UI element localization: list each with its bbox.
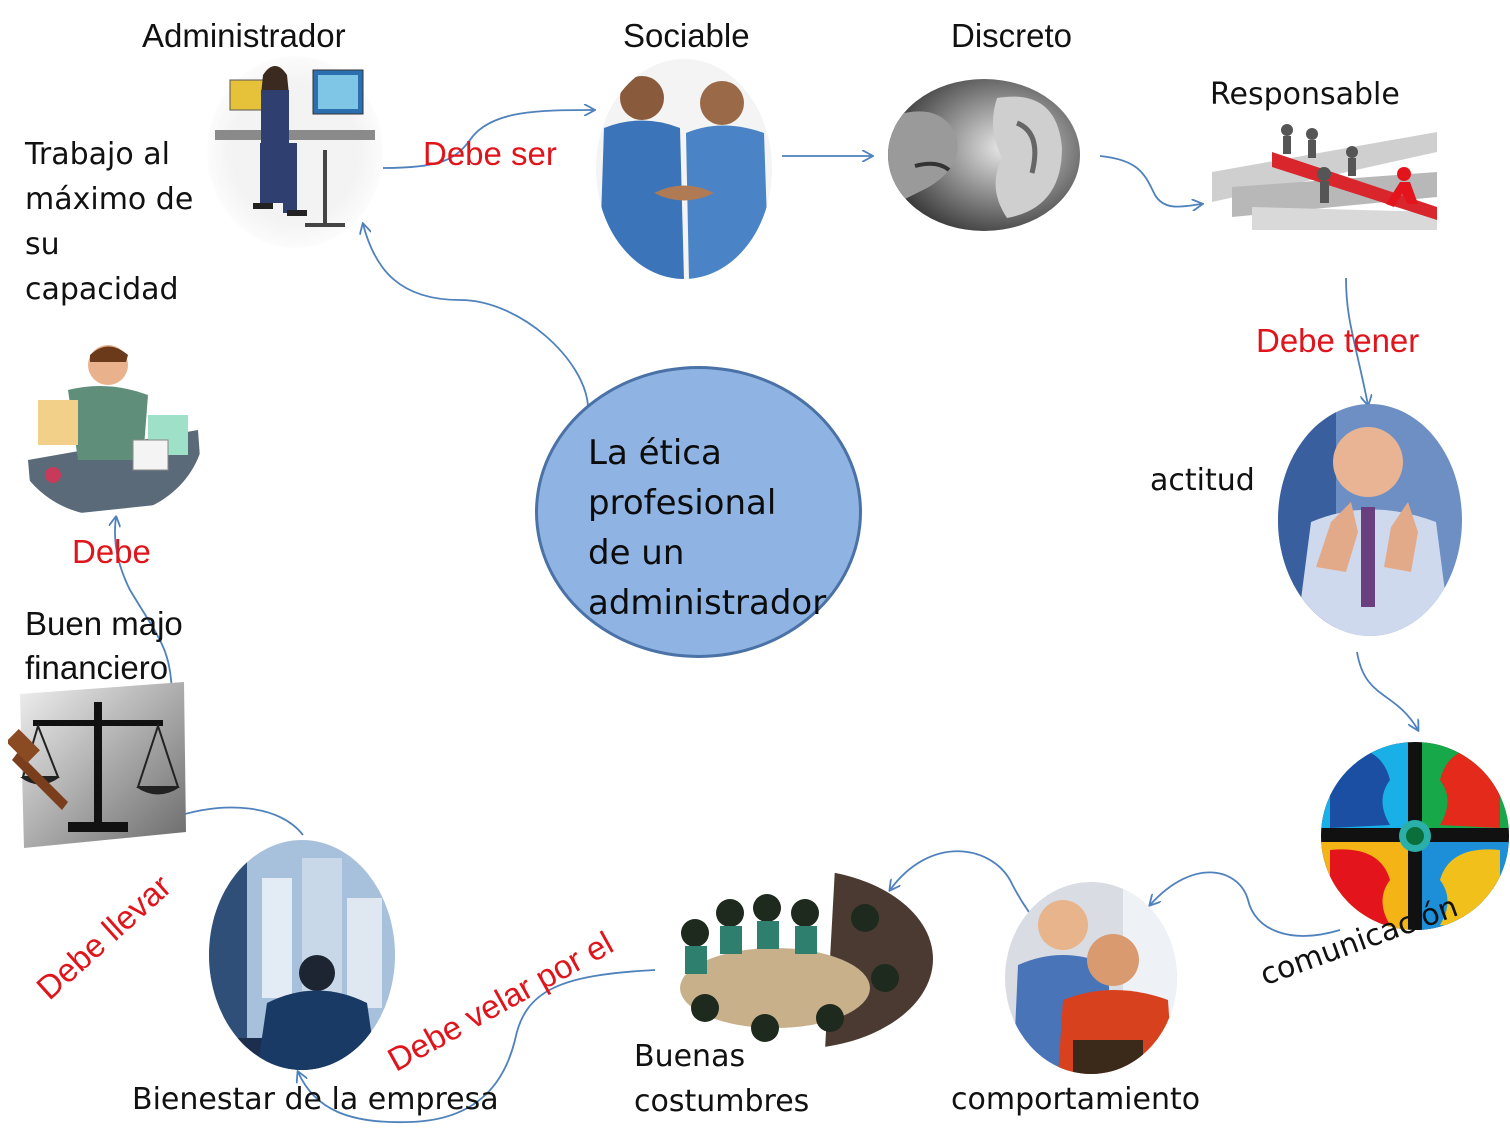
node-bienestar: Bienestar de la empresa bbox=[132, 1082, 499, 1118]
central-topic-label: La ética profesional de un administrador bbox=[588, 428, 848, 628]
node-comportamiento: comportamiento bbox=[951, 1082, 1200, 1118]
node-trabajo: Trabajo al máximo de su capacidad bbox=[25, 132, 193, 312]
node-responsable: Responsable bbox=[1210, 77, 1400, 113]
node-administrador: Administrador bbox=[142, 16, 346, 56]
connector-debe: Debe bbox=[72, 532, 151, 572]
node-buenas-costumbres: Buenas costumbres bbox=[634, 1034, 809, 1124]
group-meeting-image bbox=[655, 868, 935, 1050]
node-discreto: Discreto bbox=[951, 16, 1072, 56]
handshake-image bbox=[594, 58, 774, 280]
arrow-actitud-to-comunicacion bbox=[1357, 652, 1418, 730]
connector-debe-ser: Debe ser bbox=[423, 134, 557, 174]
smiling-colleagues-image bbox=[1003, 880, 1179, 1076]
thumbs-up-image bbox=[1276, 402, 1464, 638]
arrow-discreto-to-responsable bbox=[1100, 156, 1202, 207]
businessman-at-window-image bbox=[207, 838, 397, 1072]
arrow-center-to-admin bbox=[363, 224, 588, 406]
whisper-image bbox=[887, 78, 1081, 233]
office-worker-image bbox=[205, 55, 385, 250]
connector-debe-tener: Debe tener bbox=[1256, 321, 1419, 361]
busy-office-worker-image bbox=[8, 330, 206, 518]
arrow-bienestar-to-manejo bbox=[172, 808, 303, 835]
race-leader-image bbox=[1212, 112, 1437, 240]
node-sociable: Sociable bbox=[623, 16, 750, 56]
node-buen-manejo: Buen majo financiero bbox=[25, 602, 183, 690]
node-actitud: actitud bbox=[1150, 463, 1255, 499]
scales-gavel-image bbox=[8, 682, 188, 850]
